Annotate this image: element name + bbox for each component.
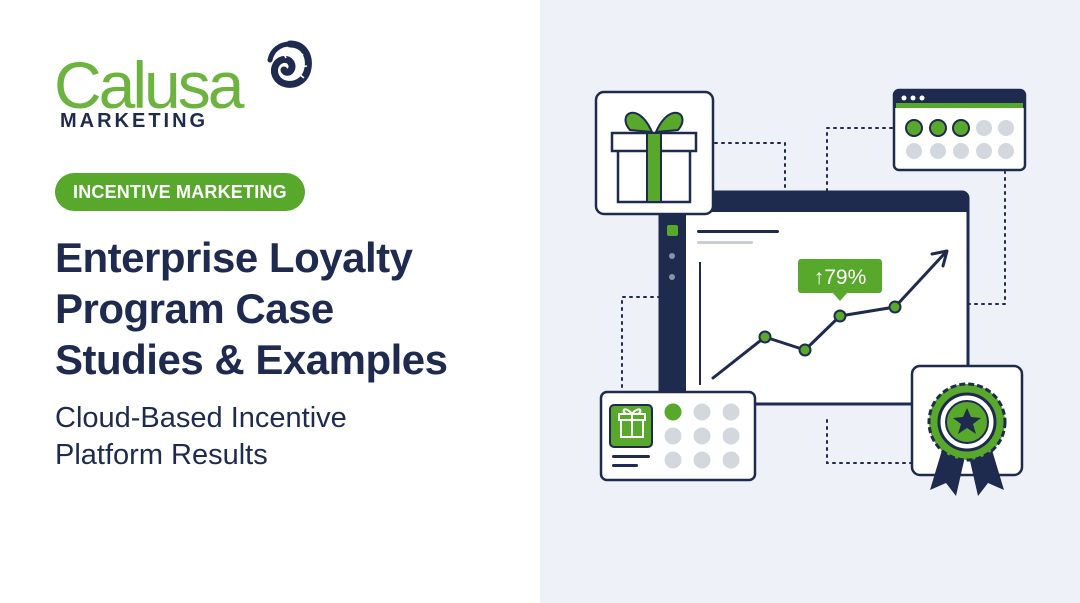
award-card [910, 364, 1024, 496]
illustration-panel: ↑79% [540, 0, 1080, 603]
title-line: Program Case [55, 285, 334, 332]
dashboard-window [658, 190, 970, 406]
subtitle-line: Platform Results [55, 439, 268, 471]
growth-tooltip: ↑79% [798, 259, 882, 301]
nautilus-shell-icon [267, 40, 312, 88]
reward-progress-dots [664, 403, 740, 469]
growth-percentage: ↑79% [814, 266, 867, 289]
text-panel: Calusa MARKETING INCENTIVE MARKETING Ent… [54, 38, 525, 474]
subtitle-line: Cloud-Based Incentive [55, 402, 347, 434]
page-subtitle: Cloud-Based Incentive Platform Results [55, 400, 495, 474]
logo-wordmark: Calusa [54, 48, 244, 122]
award-ribbon-icon [927, 382, 1007, 496]
gift-icon [610, 111, 698, 204]
rewards-card[interactable] [599, 390, 757, 482]
calendar-day-dots [905, 119, 1014, 159]
gift-icon [618, 408, 646, 438]
category-badge[interactable]: INCENTIVE MARKETING [55, 173, 305, 211]
logo-subtext: MARKETING [60, 110, 209, 132]
gift-card [594, 90, 715, 216]
calusa-marketing-logo[interactable]: Calusa MARKETING [54, 38, 314, 138]
page-title: Enterprise Loyalty Program Case Studies … [55, 232, 525, 385]
title-line: Enterprise Loyalty [55, 234, 413, 281]
calendar-icon[interactable] [892, 88, 1027, 172]
title-line: Studies & Examples [55, 336, 448, 383]
dotted-connectors [621, 127, 1006, 464]
trend-chart-icon [711, 249, 949, 380]
loyalty-illustration: ↑79% [594, 88, 1027, 496]
